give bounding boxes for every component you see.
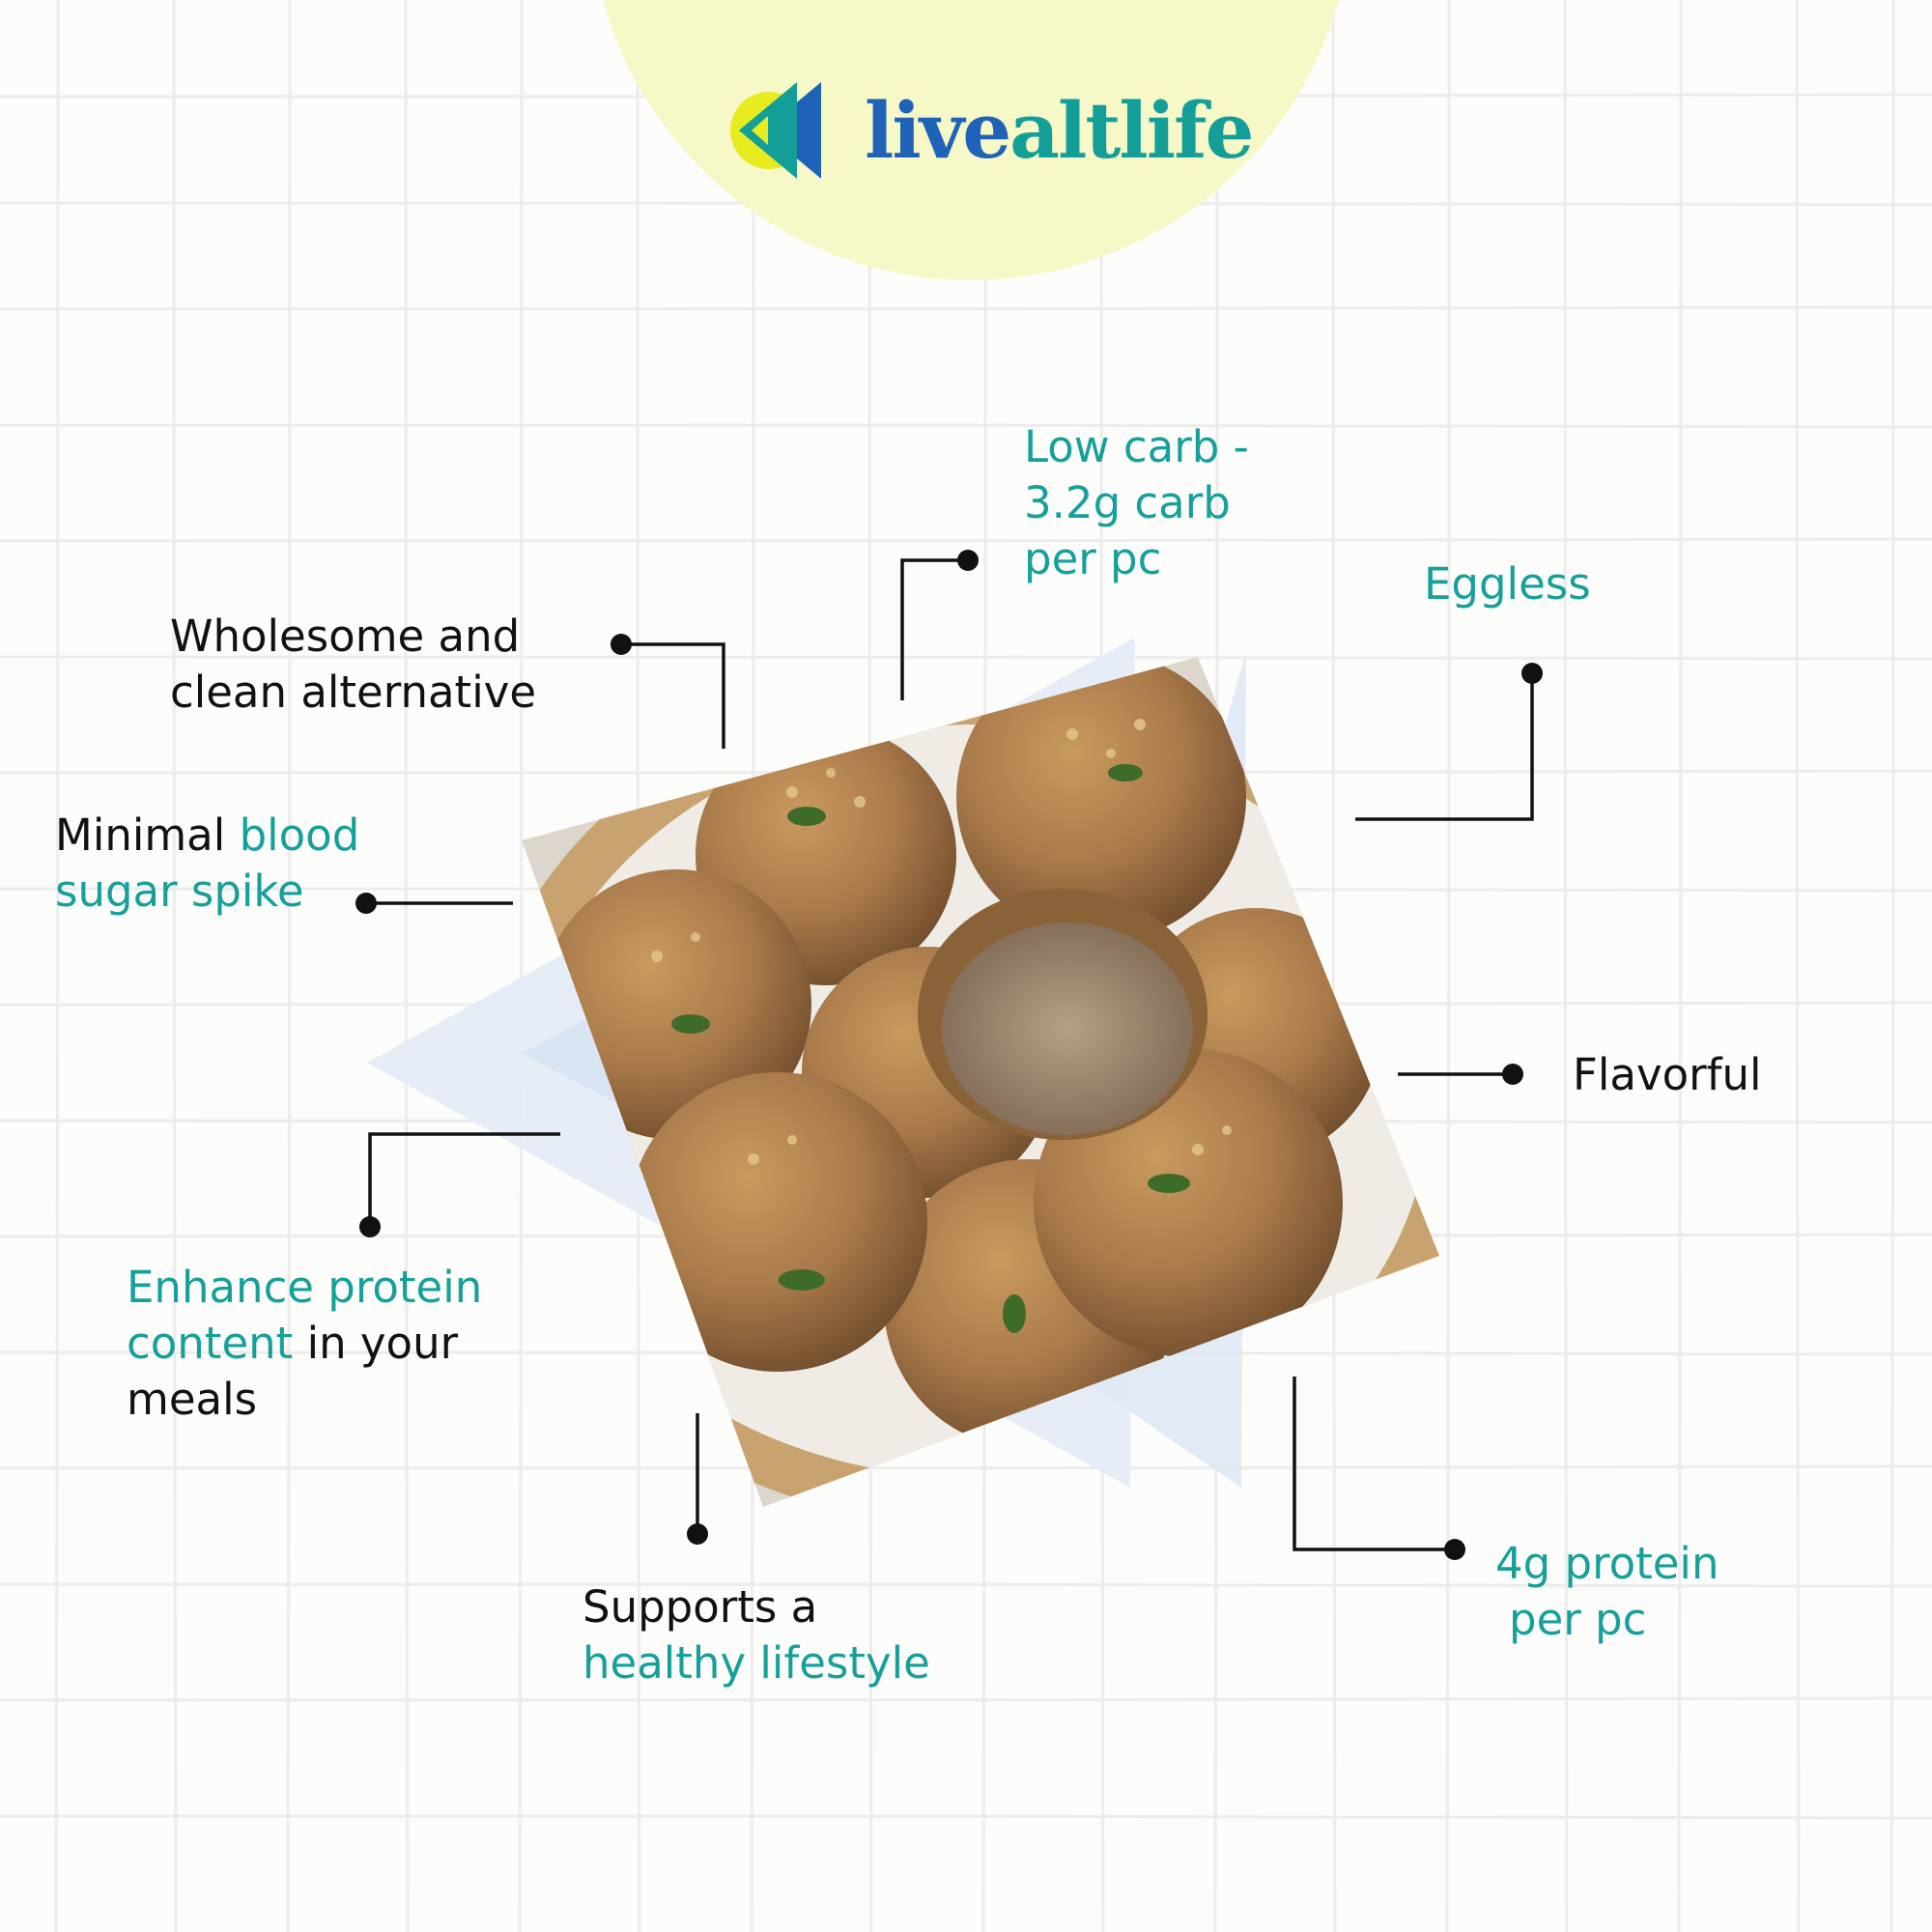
feature-protein-enhance-dark2: in your: [293, 1318, 459, 1369]
brand-name-part2: altlife: [1009, 85, 1254, 176]
feature-lifestyle-dark: Supports a: [582, 1581, 818, 1633]
dot-eggless: [1521, 663, 1543, 684]
feature-eggless: Eggless: [1424, 558, 1591, 610]
arrow-circle-logo-icon: [730, 82, 821, 179]
dot-flavorful: [1502, 1064, 1523, 1085]
feature-protein-enhance-teal2: content: [127, 1318, 294, 1369]
brand-logo[interactable]: livealtlife: [724, 77, 1254, 184]
feature-protein-enhance-dark3: meals: [127, 1374, 258, 1425]
feature-blood-sugar: Minimal blood sugar spike: [55, 808, 359, 920]
feature-protein-per-pc: 4g protein per pc: [1495, 1536, 1719, 1648]
feature-flavorful: Flavorful: [1573, 1049, 1762, 1100]
feature-protein-enhance: Enhance protein content in your meals: [127, 1260, 482, 1428]
feature-lifestyle-teal: healthy lifestyle: [582, 1637, 930, 1689]
feature-protein-per-pc-line1: 4g protein: [1495, 1538, 1719, 1589]
feature-protein-enhance-teal1: Enhance protein: [127, 1262, 483, 1313]
feature-wholesome: Wholesome and clean alternative: [170, 609, 536, 721]
feature-wholesome-line1: Wholesome and: [170, 611, 521, 662]
feature-blood-sugar-teal1: blood: [239, 810, 360, 861]
feature-blood-sugar-teal2: sugar spike: [55, 866, 304, 917]
feature-lifestyle: Supports a healthy lifestyle: [582, 1579, 930, 1691]
brand-name: livealtlife: [865, 85, 1254, 176]
bread-rolls-basket-photo: [367, 638, 1439, 1507]
feature-low-carb-line1: Low carb -: [1024, 421, 1249, 472]
dot-low-carb: [957, 550, 979, 571]
feature-blood-sugar-dark: Minimal: [55, 810, 240, 861]
feature-wholesome-line2: clean alternative: [170, 667, 537, 718]
brand-name-part1: live: [865, 85, 1011, 176]
feature-low-carb-line2: 3.2g carb: [1024, 477, 1231, 528]
feature-protein-per-pc-line2: per pc: [1509, 1594, 1647, 1645]
feature-low-carb: Low carb - 3.2g carb per pc: [1024, 419, 1249, 587]
feature-low-carb-line3: per pc: [1024, 533, 1162, 584]
